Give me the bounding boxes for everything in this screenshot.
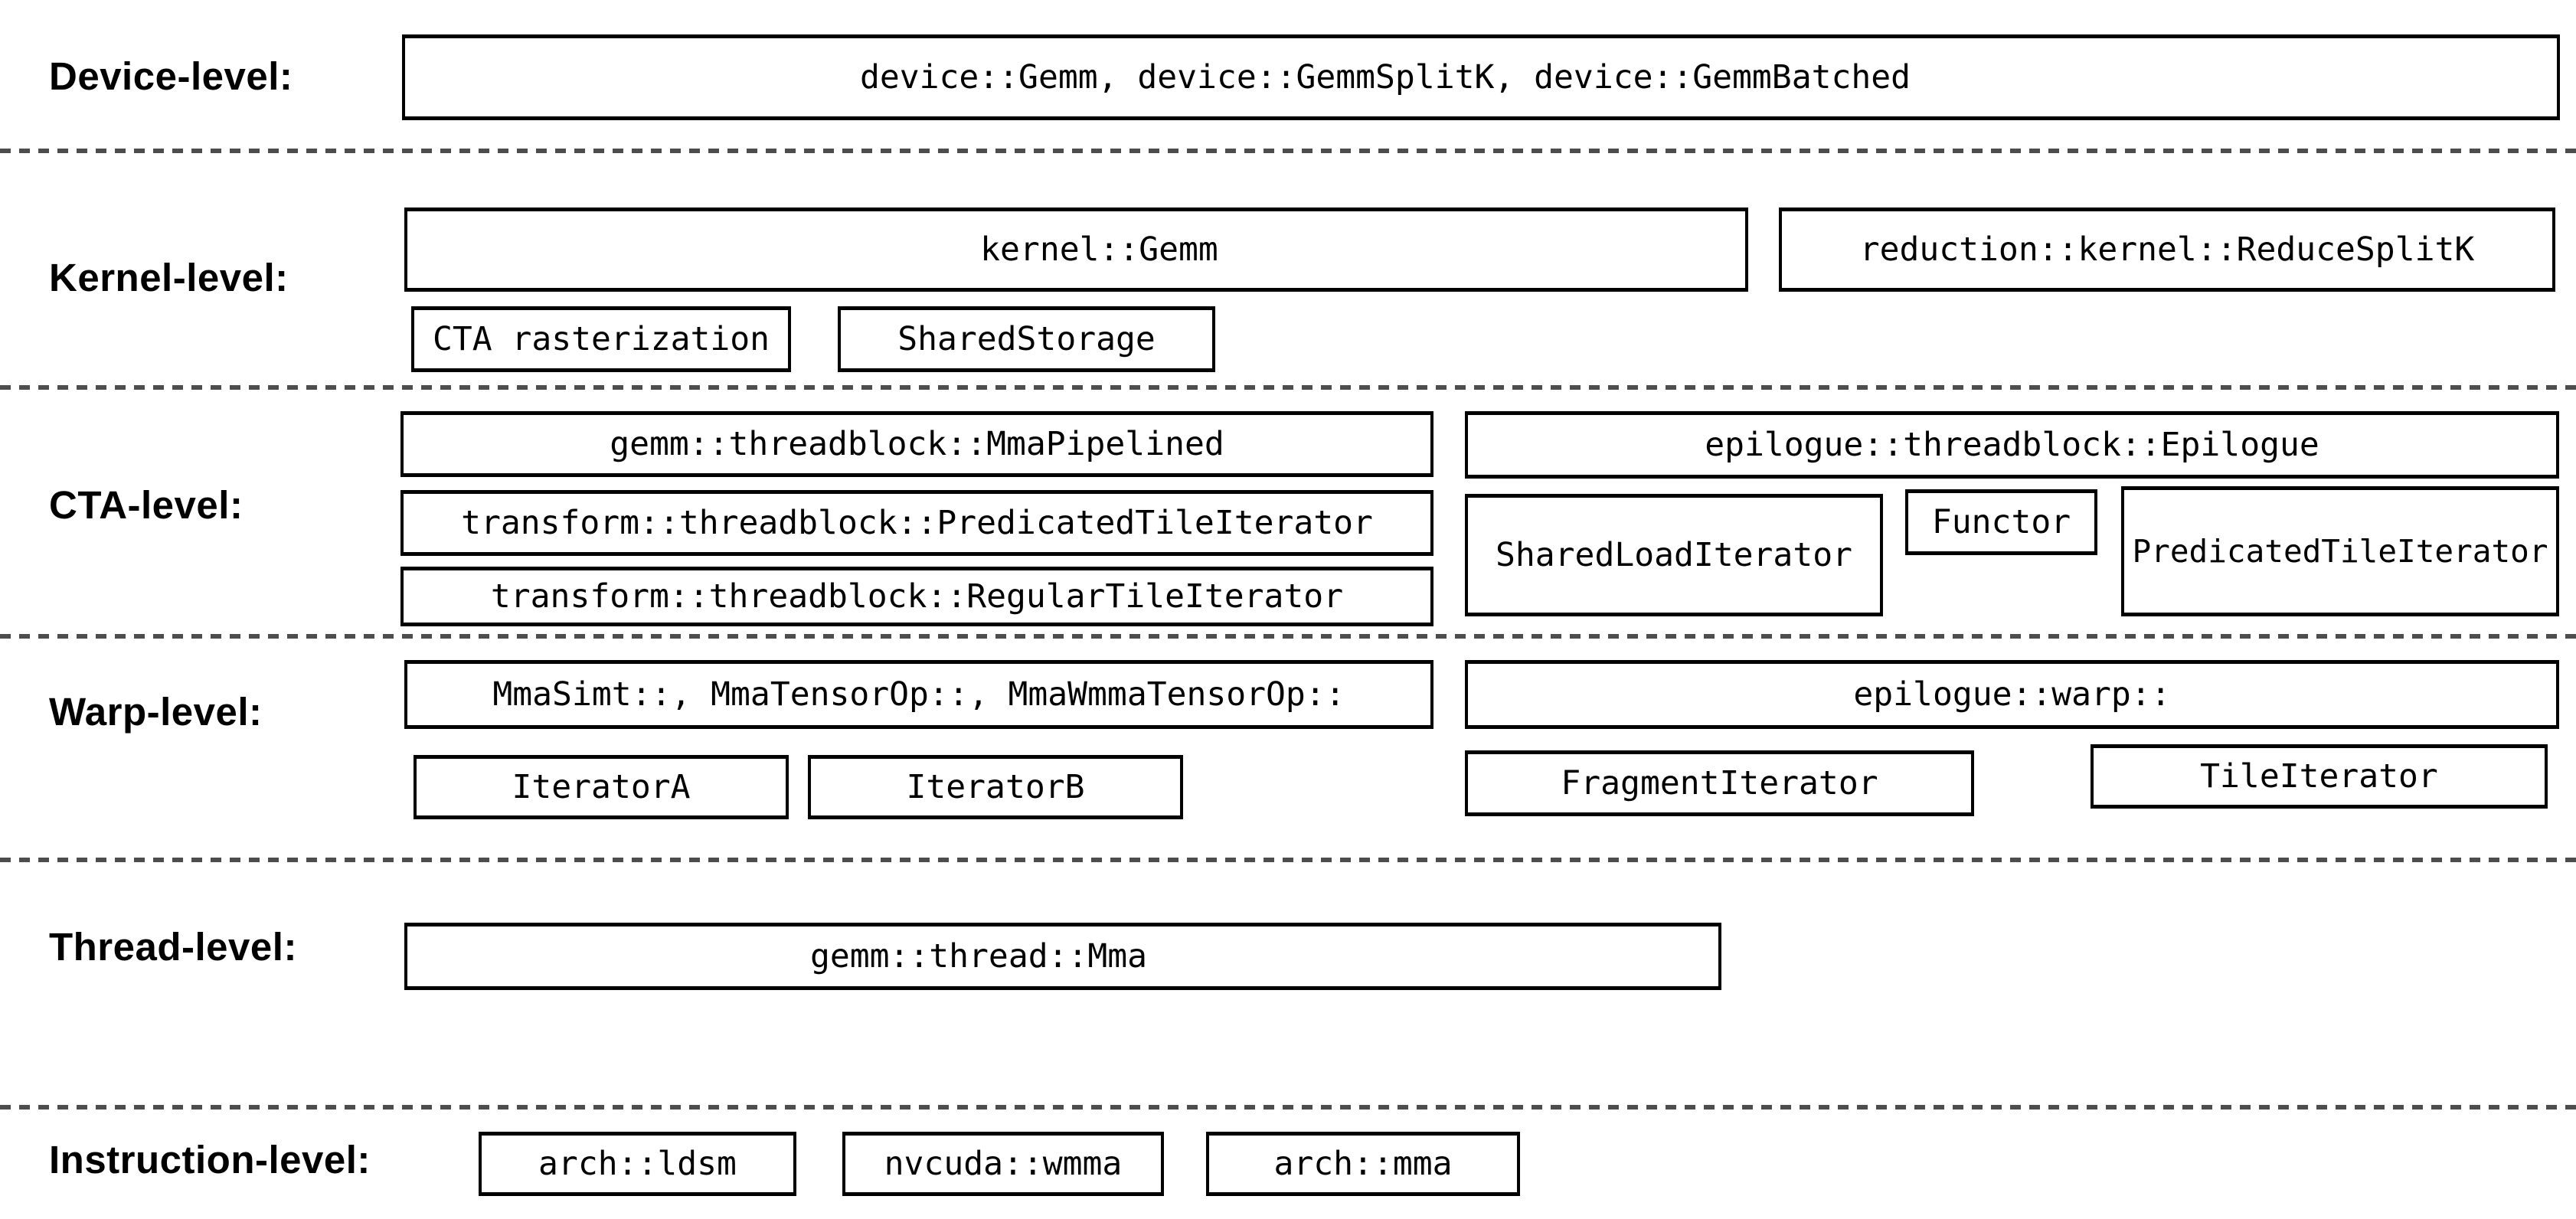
iterator-a-box: IteratorA	[414, 755, 789, 819]
reduction-kernel-reduce-splitk-box: reduction::kernel::ReduceSplitK	[1779, 208, 2555, 292]
kernel-level-label: Kernel-level:	[49, 256, 289, 299]
separator-kernel-cta	[0, 385, 2576, 390]
separator-device-kernel	[0, 149, 2576, 153]
iterator-b-box: IteratorB	[808, 755, 1183, 819]
functor-box: Functor	[1905, 489, 2097, 555]
instruction-level-label: Instruction-level:	[49, 1138, 371, 1181]
warp-mma-ops-box: MmaSimt::, MmaTensorOp::, MmaWmmaTensorO…	[404, 660, 1433, 729]
cta-level-label: CTA-level:	[49, 483, 244, 527]
device-gemm-box: device::Gemm, device::GemmSplitK, device…	[402, 34, 2560, 120]
fragment-iterator-box: FragmentIterator	[1465, 750, 1974, 816]
warp-level-label: Warp-level:	[49, 690, 263, 734]
device-level-label: Device-level:	[49, 54, 293, 98]
kernel-gemm-box: kernel::Gemm	[404, 208, 1748, 292]
arch-mma-box: arch::mma	[1206, 1132, 1520, 1196]
predicated-tile-iterator-box: transform::threadblock::PredicatedTileIt…	[400, 490, 1433, 556]
tile-iterator-box: TileIterator	[2091, 744, 2548, 809]
nvcuda-wmma-box: nvcuda::wmma	[842, 1132, 1164, 1196]
cta-rasterization-box: CTA rasterization	[411, 306, 791, 372]
separator-thread-instruction	[0, 1105, 2576, 1110]
shared-load-iterator-box: SharedLoadIterator	[1465, 494, 1883, 616]
separator-cta-warp	[0, 634, 2576, 639]
thread-mma-box: gemm::thread::Mma	[404, 923, 1721, 990]
shared-storage-box: SharedStorage	[838, 306, 1215, 372]
arch-ldsm-box: arch::ldsm	[479, 1132, 796, 1196]
thread-level-label: Thread-level:	[49, 925, 297, 969]
regular-tile-iterator-box: transform::threadblock::RegularTileItera…	[400, 567, 1433, 626]
mma-pipelined-box: gemm::threadblock::MmaPipelined	[400, 411, 1433, 477]
separator-warp-thread	[0, 858, 2576, 862]
epilogue-threadblock-box: epilogue::threadblock::Epilogue	[1465, 411, 2559, 479]
epilogue-warp-box: epilogue::warp::	[1465, 660, 2559, 729]
epilogue-predicated-tile-iterator-box: PredicatedTileIterator	[2121, 486, 2559, 616]
